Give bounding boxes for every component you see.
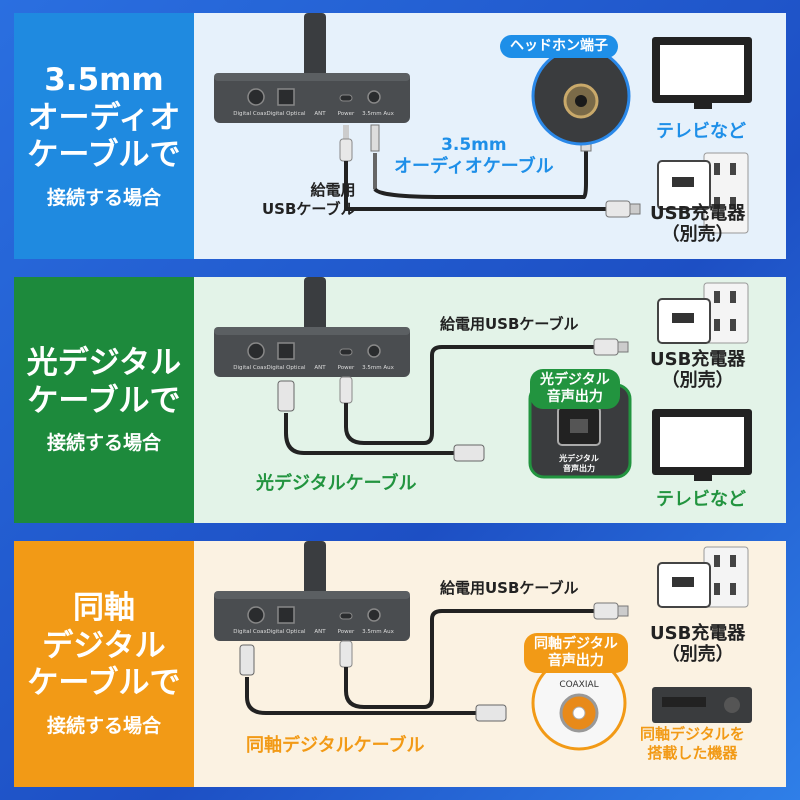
svg-text:Digital Optical: Digital Optical [266,629,305,635]
panel-2-usb-label: 給電用USBケーブル [440,315,579,333]
panel-3-content: Digital Coax Digital Optical ANT Power 3… [194,541,786,787]
panel-audio-cable: 3.5mm オーディオ ケーブルで 接続する場合 Digital Coax Di… [0,13,800,259]
panel-3-subtitle: 接続する場合 [46,715,161,738]
panel-3-charger-label: USB充電器 （別売） [650,623,746,665]
panel-1-content: Digital Coax Digital Optical ANT Power 3… [194,13,786,259]
panel-2-subtitle: 接続する場合 [46,432,161,455]
transmitter-device [214,327,410,377]
svg-text:Power: Power [338,365,355,371]
svg-text:ANT: ANT [314,629,326,635]
panel-1-usb-label: 給電用 USBケーブル [262,181,356,218]
panel-3-side: 同軸 デジタル ケーブルで 接続する場合 [14,541,194,787]
svg-text:Power: Power [338,111,355,117]
panel-1-port-badge: ヘッドホン端子 [500,35,618,58]
panel-2-port-badge: 光デジタル 音声出力 [530,369,620,409]
svg-text:3.5mm Aux: 3.5mm Aux [362,365,394,371]
svg-text:Digital Optical: Digital Optical [266,365,305,371]
antenna-icon [304,277,326,331]
svg-text:ANT: ANT [314,365,326,371]
svg-text:音声出力: 音声出力 [563,463,595,473]
svg-text:Digital Coax: Digital Coax [233,111,267,117]
svg-text:光デジタル: 光デジタル [558,453,599,463]
panel-1-title: 3.5mm オーディオ ケーブルで [27,61,181,174]
panel-2-side: 光デジタル ケーブルで 接続する場合 [14,277,194,523]
antenna-icon [304,541,326,595]
svg-text:3.5mm Aux: 3.5mm Aux [362,629,394,635]
panel-coaxial-cable: 同軸 デジタル ケーブルで 接続する場合 Digital Coax Digita… [0,541,800,787]
panel-3-usb-label: 給電用USBケーブル [440,579,579,597]
panel-optical-cable: 光デジタル ケーブルで 接続する場合 Digital Coax Digital … [0,277,800,523]
panel-2-charger-label: USB充電器 （別売） [650,349,746,391]
panel-3-cable-label: 同軸デジタルケーブル [246,735,425,756]
panel-3-device-label: 同軸デジタルを 搭載した機器 [640,725,745,762]
svg-text:3.5mm Aux: 3.5mm Aux [362,111,394,117]
panel-1-diagram: Digital Coax Digital Optical ANT Power 3… [214,13,752,234]
panel-1-side: 3.5mm オーディオ ケーブルで 接続する場合 [14,13,194,259]
panel-3-port-badge: 同軸デジタル 音声出力 [524,633,628,673]
svg-text:Power: Power [338,629,355,635]
svg-text:ANT: ANT [314,111,326,117]
panel-2-device-label: テレビなど [656,489,746,510]
transmitter-device [214,591,410,641]
panel-1-device-label: テレビなど [656,121,746,142]
panel-2-content: Digital Coax Digital Optical ANT Power 3… [194,277,786,523]
panel-1-subtitle: 接続する場合 [46,187,161,210]
panel-2-cable-label: 光デジタルケーブル [256,473,417,494]
panel-3-diagram: Digital Coax Digital Optical ANT Power 3… [214,541,752,751]
svg-text:Digital Coax: Digital Coax [233,365,267,371]
panel-3-title: 同軸 デジタル ケーブルで [27,589,181,702]
svg-text:Digital Coax: Digital Coax [233,629,267,635]
svg-text:Digital Optical: Digital Optical [266,111,305,117]
panel-1-cable-label: 3.5mm オーディオケーブル [394,135,554,177]
transmitter-device [214,73,410,123]
panel-1-charger-label: USB充電器 （別売） [650,203,746,245]
svg-text:COAXIAL: COAXIAL [559,680,598,690]
antenna-icon [304,13,326,77]
panel-2-title: 光デジタル ケーブルで [26,344,182,419]
